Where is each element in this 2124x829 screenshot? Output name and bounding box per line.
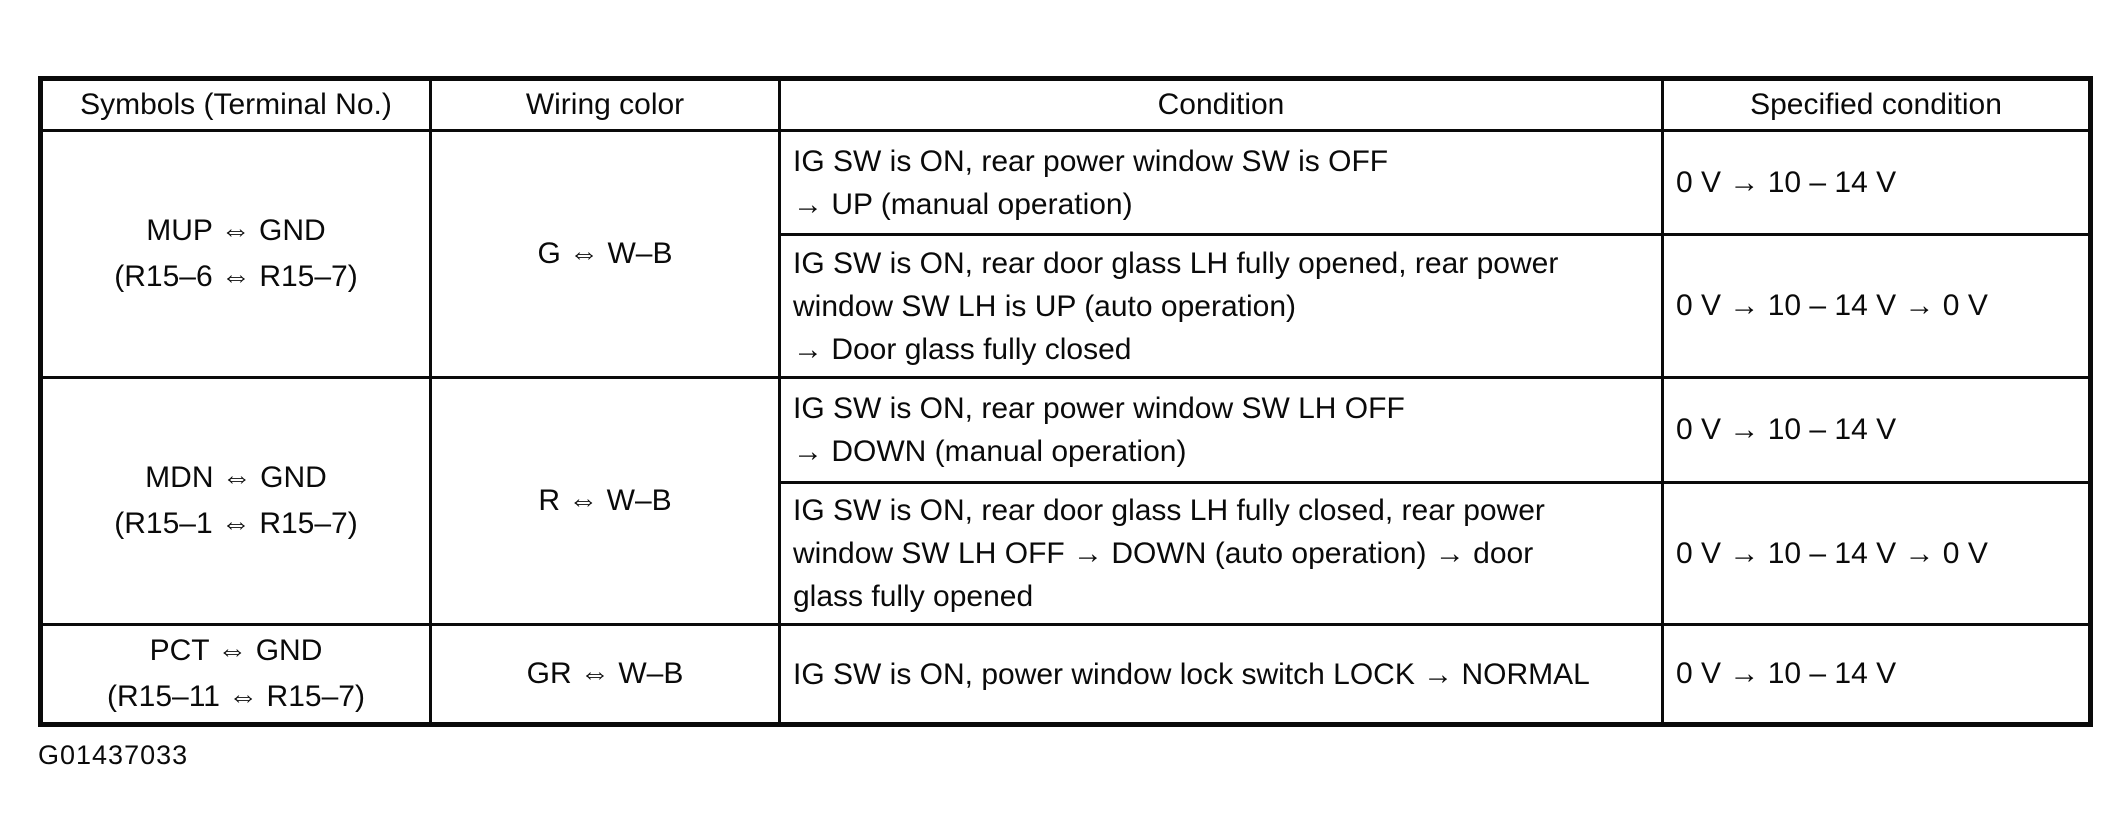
specified-condition-cell: 0 V → 10 – 14 V [1661, 623, 2092, 726]
table-row: MDN ⇔ GND (R15–1 ⇔ R15–7) R ⇔ W–B IG SW … [39, 376, 2092, 626]
condition-cell-mup-auto: IG SW is ON, rear door glass LH fully op… [778, 233, 1664, 379]
terminal-voltage-spec-table: Symbols (Terminal No.) Wiring color Cond… [38, 76, 2093, 727]
symbol-cell-mdn-gnd: MDN ⇔ GND (R15–1 ⇔ R15–7) [39, 376, 432, 626]
wiring-color-cell-g-wb: G ⇔ W–B [429, 129, 781, 379]
specified-condition-cell: 0 V → 10 – 14 V → 0 V [1661, 233, 2092, 379]
col-header-symbols: Symbols (Terminal No.) [39, 77, 432, 132]
table-row: PCT ⇔ GND (R15–11 ⇔ R15–7) GR ⇔ W–B IG S… [39, 623, 2092, 726]
condition-cell-mup-manual: IG SW is ON, rear power window SW is OFF… [778, 129, 1664, 236]
wiring-color-cell-gr-wb: GR ⇔ W–B [429, 623, 781, 726]
table-row: IG SW is ON, rear door glass LH fully cl… [41, 481, 2092, 626]
figure-id: G01437033 [38, 740, 189, 770]
condition-cell-pct-lock: IG SW is ON, power window lock switch LO… [778, 623, 1664, 726]
specified-condition-cell: 0 V → 10 – 14 V → 0 V [1661, 481, 2092, 626]
table-row: IG SW is ON, rear door glass LH fully op… [41, 233, 2092, 379]
table-row: MUP ⇔ GND (R15–6 ⇔ R15–7) G ⇔ W–B IG SW … [39, 129, 2092, 379]
condition-cell-mdn-manual: IG SW is ON, rear power window SW LH OFF… [778, 376, 1664, 484]
specified-condition-cell: 0 V → 10 – 14 V [1661, 376, 2092, 484]
wiring-color-cell-r-wb: R ⇔ W–B [429, 376, 781, 626]
table-header-row: Symbols (Terminal No.) Wiring color Cond… [39, 77, 2092, 132]
col-header-specified-condition: Specified condition [1661, 77, 2092, 132]
col-header-wiring-color: Wiring color [429, 77, 781, 132]
symbol-cell-pct-gnd: PCT ⇔ GND (R15–11 ⇔ R15–7) [39, 623, 432, 726]
condition-cell-mdn-auto: IG SW is ON, rear door glass LH fully cl… [778, 481, 1664, 626]
col-header-condition: Condition [778, 77, 1664, 132]
symbol-cell-mup-gnd: MUP ⇔ GND (R15–6 ⇔ R15–7) [39, 129, 432, 379]
specified-condition-cell: 0 V → 10 – 14 V [1661, 129, 2092, 236]
